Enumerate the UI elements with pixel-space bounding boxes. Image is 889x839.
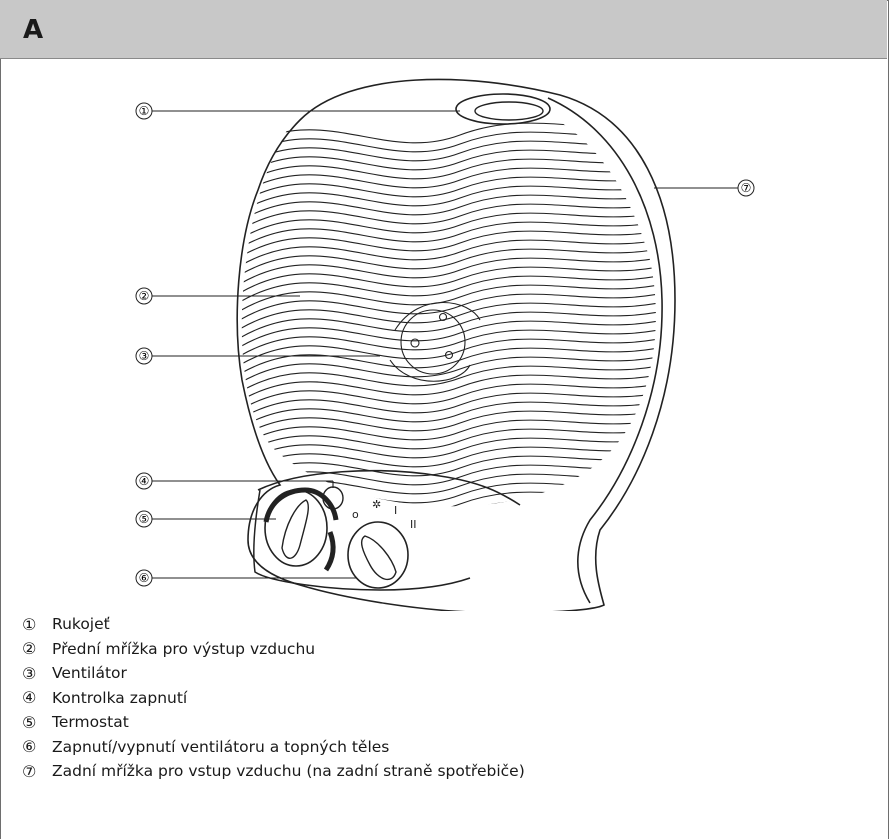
callout-6-label: ⑥: [139, 571, 150, 585]
callout-3: ③: [136, 348, 152, 364]
grill-slat: [230, 502, 690, 542]
legend-item: ⑦ Zadní mřížka pro vstup vzduchu (na zad…: [22, 759, 872, 784]
callout-2: ②: [136, 288, 152, 304]
heater-diagram: o✲III ① ② ③ ④ ⑤ ⑥ ⑦: [0, 59, 889, 611]
dial-mark: I: [394, 504, 397, 517]
figure-header: A: [0, 0, 887, 59]
control-panel: [254, 487, 470, 590]
callout-5-label: ⑤: [139, 512, 150, 526]
callout-7-label: ⑦: [741, 181, 752, 195]
legend-item: ② Přední mřížka pro výstup vzduchu: [22, 637, 872, 662]
callout-lines: [152, 111, 738, 578]
legend-number: ①: [22, 615, 52, 634]
legend-text: Ventilátor: [52, 664, 127, 682]
legend-number: ⑥: [22, 737, 52, 756]
callout-1-label: ①: [139, 104, 150, 118]
callout-4-label: ④: [139, 474, 150, 488]
callout-6: ⑥: [136, 570, 152, 586]
callout-3-label: ③: [139, 349, 150, 363]
callout-5: ⑤: [136, 511, 152, 527]
legend-number: ⑤: [22, 713, 52, 732]
fan-heating-knob: [348, 522, 408, 588]
legend-text: Přední mřížka pro výstup vzduchu: [52, 640, 315, 658]
legend-number: ②: [22, 639, 52, 658]
callout-4: ④: [136, 473, 152, 489]
legend-text: Zapnutí/vypnutí ventilátoru a topných tě…: [52, 738, 389, 756]
legend-item: ⑤ Termostat: [22, 710, 872, 735]
legend-text: Rukojeť: [52, 615, 110, 633]
legend-text: Kontrolka zapnutí: [52, 689, 187, 707]
legend-text: Zadní mřížka pro vstup vzduchu (na zadní…: [52, 762, 525, 780]
legend-item: ③ Ventilátor: [22, 661, 872, 686]
dial-mark: II: [410, 518, 417, 531]
fan-hub: [390, 303, 480, 382]
callout-1: ①: [136, 103, 152, 119]
callout-7: ⑦: [738, 180, 754, 196]
parts-legend: ① Rukojeť ② Přední mřížka pro výstup vzd…: [22, 612, 872, 784]
legend-number: ③: [22, 664, 52, 683]
legend-text: Termostat: [52, 713, 129, 731]
figure-letter: A: [23, 15, 43, 45]
dial-mark: ✲: [372, 498, 381, 511]
dial-mark: o: [352, 508, 359, 521]
callout-2-label: ②: [139, 289, 150, 303]
legend-item: ⑥ Zapnutí/vypnutí ventilátoru a topných …: [22, 735, 872, 760]
legend-number: ④: [22, 688, 52, 707]
legend-item: ① Rukojeť: [22, 612, 872, 637]
legend-item: ④ Kontrolka zapnutí: [22, 686, 872, 711]
handle: [456, 94, 550, 124]
legend-number: ⑦: [22, 762, 52, 781]
